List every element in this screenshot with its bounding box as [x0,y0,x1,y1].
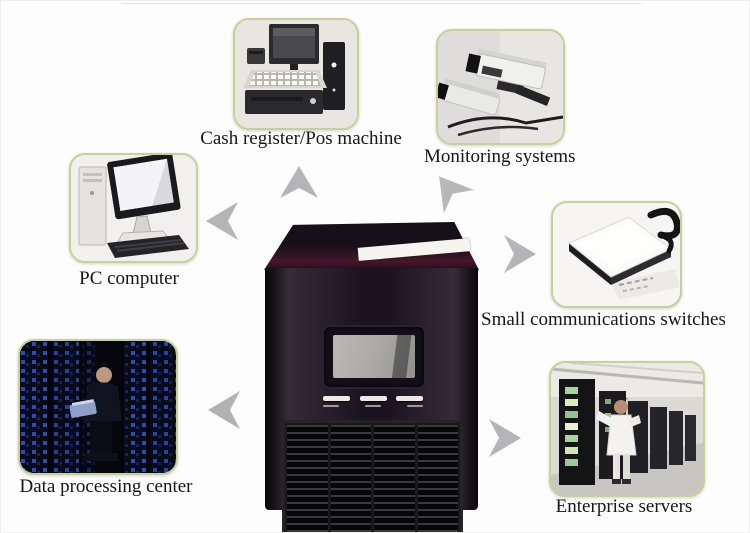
datacenter-label: Data processing center [19,476,193,497]
servers-tile [549,361,705,497]
arrow-left-icon [205,200,239,242]
ups-lcd-screen [333,335,415,378]
ups-tower-device [264,222,479,532]
cash-register-tile [233,18,359,130]
arrow-right-icon [503,233,537,275]
pos-terminal-icon [235,20,357,128]
arrow-right-icon [488,417,522,459]
ups-button-row [323,396,423,401]
arrow-up-left-icon [422,163,476,216]
switches-tile [551,201,682,308]
ups-button [359,396,387,401]
pc-label: PC computer [79,268,179,289]
arrow-up-icon [278,165,320,199]
desktop-computer-icon [71,155,196,261]
monitoring-tile [436,29,565,145]
monitoring-label: Monitoring systems [424,146,576,167]
ups-vent-grille [282,420,463,532]
arrow-left-icon [207,389,241,431]
switches-label: Small communications switches [481,309,726,330]
ups-button-captions [323,405,423,407]
ups-lcd-display [324,327,424,387]
cash-register-label: Cash register/Pos machine [200,128,402,149]
ups-button [323,396,350,401]
servers-label: Enterprise servers [555,496,693,517]
ups-button [396,396,423,401]
pc-tile [69,153,198,263]
data-center-racks-icon [20,341,176,473]
cctv-cameras-icon [438,31,563,143]
server-room-icon [551,363,703,495]
network-switch-icon [553,203,680,306]
ups-front-panel [265,268,478,532]
datacenter-tile [18,339,178,475]
